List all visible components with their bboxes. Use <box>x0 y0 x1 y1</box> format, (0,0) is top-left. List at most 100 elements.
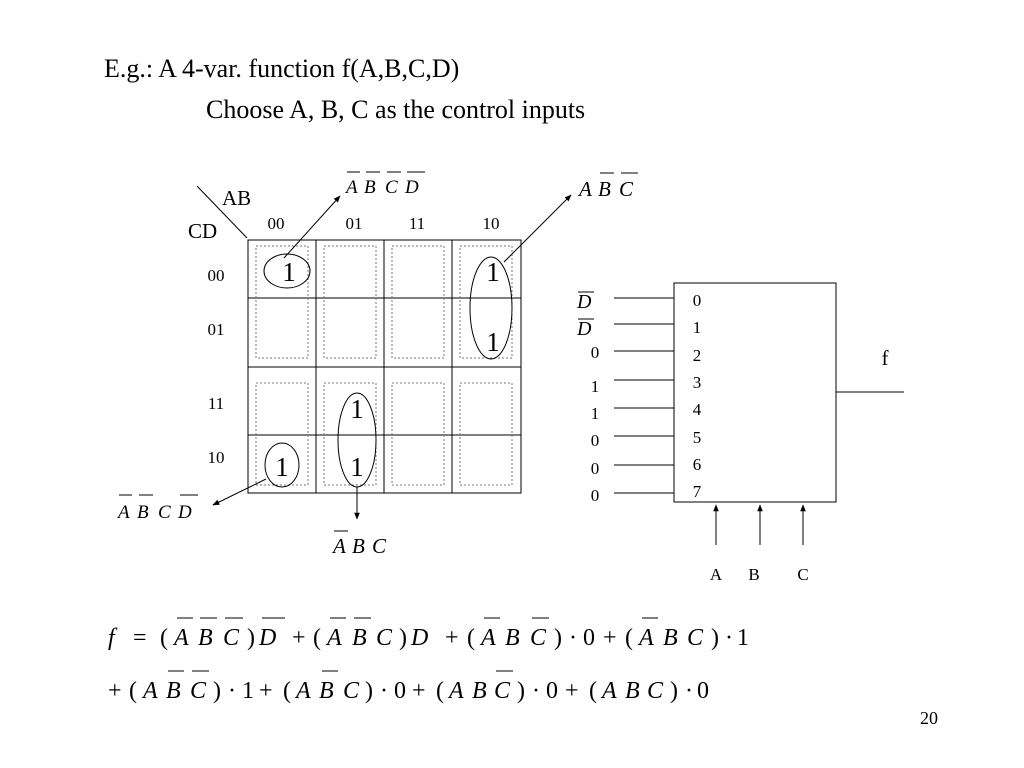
eq-symbol: = <box>133 625 147 651</box>
mux-input-value: D <box>576 318 592 340</box>
eq-symbol: B <box>472 678 487 704</box>
eq-symbol: ( <box>160 625 168 651</box>
eq-symbol: f <box>108 625 118 651</box>
eq-symbol: C <box>530 625 547 651</box>
eq-symbol: · <box>569 625 577 651</box>
mux-input-number: 7 <box>693 482 702 501</box>
term-letter: B <box>137 502 149 523</box>
eq-symbol: B <box>625 678 640 704</box>
term-letter: B <box>352 534 365 558</box>
eq-symbol: B <box>319 678 334 704</box>
kmap-row-header: 00 <box>208 266 225 285</box>
mux-input-value: 0 <box>591 431 600 450</box>
mux-select-label: A <box>710 565 723 584</box>
term-letter: A <box>331 534 346 558</box>
kmap-col-header: 00 <box>268 214 285 233</box>
eq-symbol: 0 <box>697 678 709 704</box>
eq-symbol: ) <box>399 625 407 651</box>
eq-symbol: C <box>494 678 511 704</box>
eq-symbol: + <box>603 625 617 651</box>
eq-symbol: B <box>166 678 181 704</box>
kmap-corner-diagonal <box>196 185 248 239</box>
eq-symbol: A <box>600 678 617 704</box>
eq-symbol: B <box>505 625 520 651</box>
eq-symbol: · <box>725 625 733 651</box>
mux-input-value: 1 <box>591 404 600 423</box>
eq-symbol: 1 <box>242 678 254 704</box>
kmap-cell-value: 1 <box>486 327 500 357</box>
eq-symbol: + <box>259 678 273 704</box>
eq-symbol: + <box>292 625 306 651</box>
eq-symbol: · <box>228 678 236 704</box>
eq-symbol: ) <box>365 678 373 704</box>
eq-symbol: D <box>258 625 276 651</box>
kmap-cell-value: 1 <box>350 452 364 482</box>
term-letter: C <box>372 534 387 558</box>
arrow <box>503 194 572 263</box>
eq-symbol: ) <box>247 625 255 651</box>
term-letter: C <box>385 177 398 198</box>
term-label: A B C D <box>344 171 425 198</box>
term-label: A B C <box>331 530 387 558</box>
mux-input-value: D <box>576 291 592 313</box>
eq-symbol: ( <box>589 678 597 704</box>
mux-input-value: 0 <box>591 459 600 478</box>
eq-symbol: A <box>141 678 158 704</box>
mux-select-label: B <box>748 565 759 584</box>
term-label: A B C <box>577 172 638 201</box>
eq-symbol: ( <box>313 625 321 651</box>
kmap-inner-boxes <box>255 245 513 486</box>
mux-select-arrows <box>713 504 806 545</box>
mux-input-value: 0 <box>591 486 600 505</box>
eq-symbol: C <box>376 625 393 651</box>
eq-symbol: A <box>447 678 464 704</box>
eq-symbol: + <box>412 678 426 704</box>
group-ellipse <box>469 256 513 360</box>
eq-symbol: B <box>663 625 678 651</box>
kmap-row-var-label: CD <box>188 219 217 243</box>
mux-input-value: 0 <box>591 343 600 362</box>
eq-symbol: 0 <box>583 625 595 651</box>
mux-input-number: 5 <box>693 428 702 447</box>
mux-input-number: 1 <box>693 318 702 337</box>
kmap-cell-value: 1 <box>486 257 500 287</box>
eq-symbol: ( <box>625 625 633 651</box>
kmap-col-header: 11 <box>409 214 425 233</box>
term-letter: B <box>364 177 376 198</box>
mux-input-value: 1 <box>591 377 600 396</box>
eq-symbol: B <box>198 625 213 651</box>
term-letter: D <box>177 502 192 523</box>
kmap-cell-value: 1 <box>275 452 289 482</box>
eq-symbol: 0 <box>394 678 406 704</box>
eq-symbol: D <box>410 625 428 651</box>
arrow <box>212 478 267 506</box>
eq-symbol: ) <box>517 678 525 704</box>
eq-symbol: ( <box>283 678 291 704</box>
kmap-groupings <box>263 253 513 488</box>
term-letter: A <box>116 502 130 523</box>
kmap-col-header: 01 <box>346 214 363 233</box>
kmap-row-header: 11 <box>208 394 224 413</box>
eq-symbol: C <box>687 625 704 651</box>
eq-symbol: C <box>647 678 664 704</box>
kmap-cell-value: 1 <box>282 257 296 287</box>
mux-input-number: 3 <box>693 373 702 392</box>
eq-symbol: 1 <box>737 625 749 651</box>
eq-symbol: · <box>380 678 388 704</box>
multiplexer: D D 0 1 1 0 0 0 0 1 2 3 4 5 6 7 f A B C <box>576 282 904 584</box>
mux-input-number: 2 <box>693 346 702 365</box>
eq-symbol: C <box>223 625 240 651</box>
slide-title-line-2: Choose A, B, C as the control inputs <box>206 95 586 124</box>
eq-symbol: A <box>172 625 189 651</box>
eq-symbol: ( <box>467 625 475 651</box>
kmap-arrows <box>212 194 572 520</box>
eq-symbol: A <box>325 625 342 651</box>
eq-symbol: · <box>685 678 693 704</box>
eq-symbol: 0 <box>546 678 558 704</box>
term-letter: C <box>619 177 634 201</box>
kmap-cell-value: 1 <box>350 394 364 424</box>
term-letter: A <box>577 177 592 201</box>
eq-symbol: A <box>637 625 654 651</box>
mux-input-number: 0 <box>693 291 702 310</box>
